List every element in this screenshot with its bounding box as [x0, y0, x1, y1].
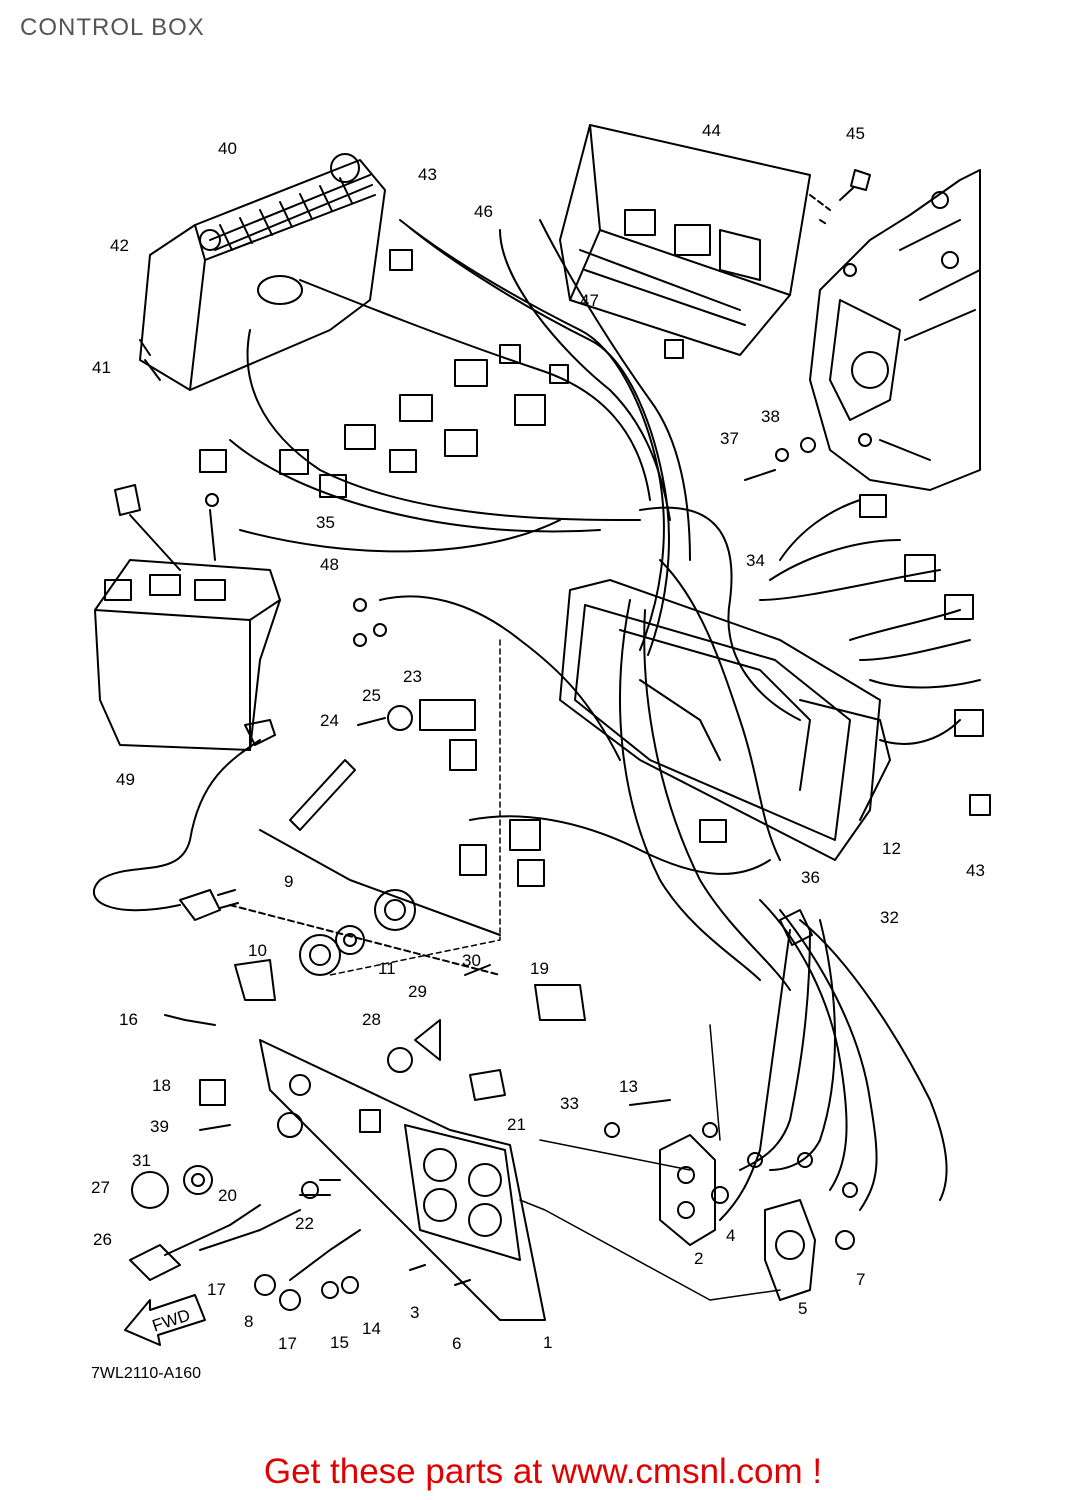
front-panel-part: [259, 1039, 546, 1321]
callout-24: 24: [320, 711, 339, 730]
callout-47: 47: [580, 291, 599, 310]
callout-49: 49: [116, 770, 135, 789]
callout-11: 11: [378, 959, 396, 978]
small-hardware-parts: [129, 448, 789, 1311]
callout-40: 40: [218, 139, 237, 158]
fwd-arrow-icon: [124, 1294, 206, 1346]
callout-10: 10: [248, 941, 267, 960]
callout-22: 22: [295, 1214, 314, 1233]
callout-21: 21: [507, 1115, 526, 1134]
callout-42: 42: [110, 236, 129, 255]
callout-18: 18: [152, 1076, 171, 1095]
callout-4: 4: [726, 1226, 735, 1245]
control-unit-part: [139, 153, 386, 391]
callout-25: 25: [362, 686, 381, 705]
outlet-5-part: [764, 1199, 855, 1301]
exploded-parts-diagram: 1 2 3 4 5 6 7 8 9 10 11 12 13 15 16 17 1…: [91, 121, 991, 1382]
callout-16: 16: [119, 1010, 138, 1029]
callout-15: 15: [330, 1333, 349, 1352]
callout-13: 13: [619, 1077, 638, 1096]
callout-5: 5: [798, 1299, 807, 1318]
callout-17a: 17: [207, 1280, 226, 1299]
callout-43b: 43: [966, 861, 985, 880]
callout-41: 41: [92, 358, 111, 377]
screw-45-part: [809, 169, 871, 226]
callout-12: 12: [882, 839, 901, 858]
callout-17b: 17: [278, 1334, 297, 1353]
callout-1: 1: [543, 1333, 552, 1352]
callout-48: 48: [320, 555, 339, 574]
callout-33: 33: [560, 1094, 579, 1113]
callout-7: 7: [856, 1270, 865, 1289]
callout-3: 3: [410, 1303, 419, 1322]
callout-32: 32: [880, 908, 899, 927]
callout-28: 28: [362, 1010, 381, 1029]
outlet-2-part: [659, 1134, 729, 1246]
footer-parts-link[interactable]: Get these parts at www.cmsnl.com !: [263, 1452, 823, 1491]
callout-29: 29: [408, 982, 427, 1001]
callout-36: 36: [801, 868, 820, 887]
cord-49-part: [93, 719, 356, 921]
callout-6: 6: [452, 1334, 461, 1353]
harness-connectors: [199, 249, 991, 946]
callout-23: 23: [403, 667, 422, 686]
callout-31: 31: [132, 1151, 151, 1170]
callout-8: 8: [244, 1312, 253, 1331]
engine-crankcase-part: [809, 169, 981, 491]
callout-19: 19: [530, 959, 549, 978]
callout-2: 2: [694, 1249, 703, 1268]
callout-43a: 43: [418, 165, 437, 184]
callout-45: 45: [846, 124, 865, 143]
frame-dashed-lines: [329, 639, 781, 1301]
callout-37: 37: [720, 429, 739, 448]
callout-9: 9: [284, 872, 293, 891]
callout-14: 14: [362, 1319, 381, 1338]
callout-labels: 1 2 3 4 5 6 7 8 9 10 11 12 13 15 16 17 1…: [91, 121, 985, 1353]
callout-44: 44: [702, 121, 721, 140]
wiring-harness: [229, 219, 981, 1221]
callout-46: 46: [474, 202, 493, 221]
callout-27: 27: [91, 1178, 110, 1197]
diagram-code: 7WL2110-A160: [91, 1365, 201, 1382]
inverter-board-part: [559, 124, 811, 356]
callout-26: 26: [93, 1230, 112, 1249]
control-box-frame-part: [559, 579, 891, 861]
callout-20: 20: [218, 1186, 237, 1205]
ring-terminals: [205, 437, 858, 1198]
page-title: CONTROL BOX: [20, 14, 205, 41]
switch-assembly-9-10-11-part: [229, 829, 501, 1001]
callout-30: 30: [462, 951, 481, 970]
callout-34: 34: [746, 551, 765, 570]
callout-39: 39: [150, 1117, 169, 1136]
battery-part: [94, 484, 281, 751]
callout-35: 35: [316, 513, 335, 532]
callout-38: 38: [761, 407, 780, 426]
